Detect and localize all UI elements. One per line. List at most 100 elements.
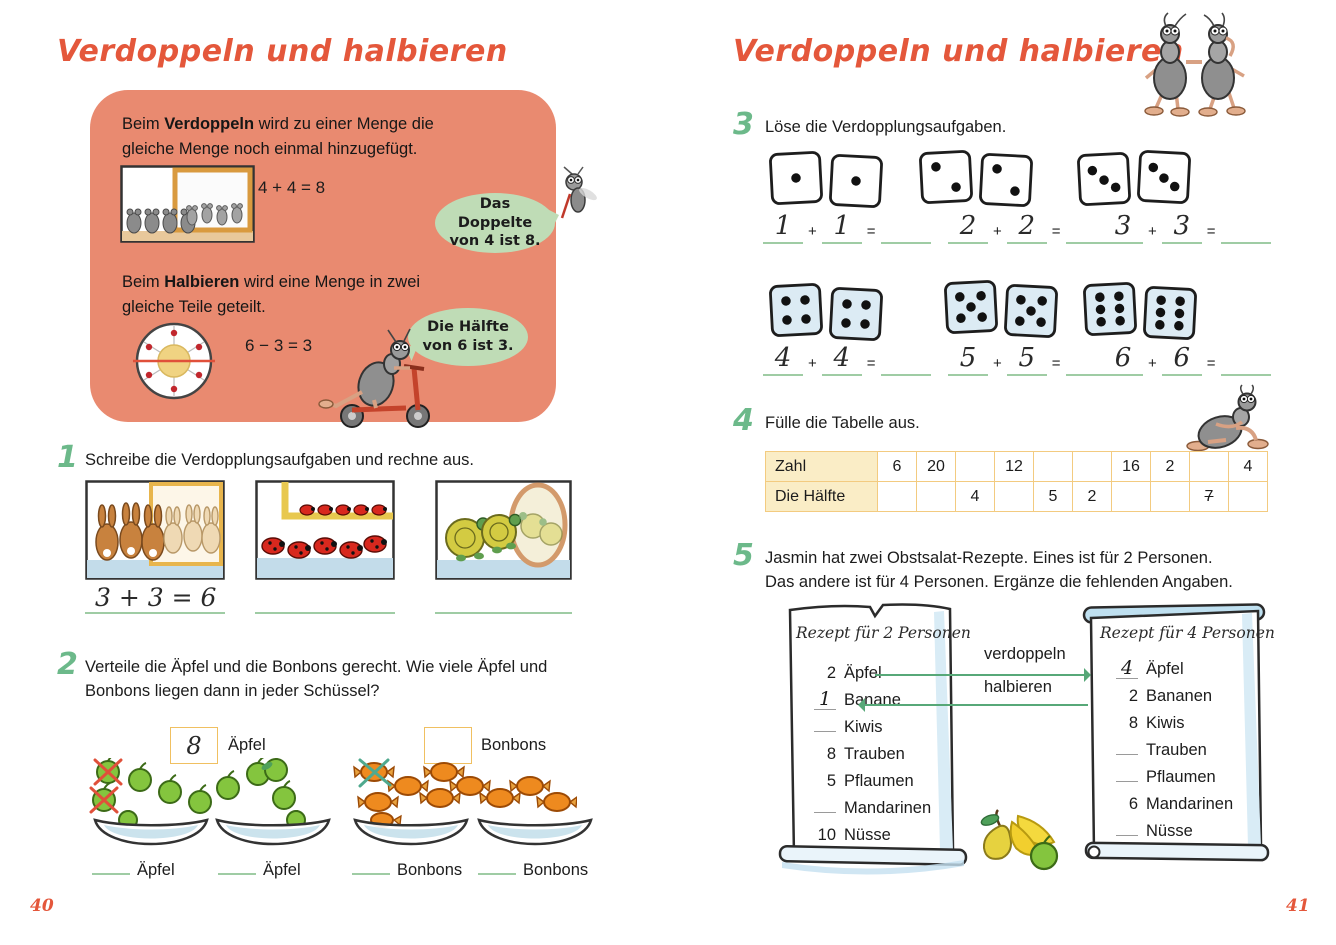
- para2-post: wird eine Menge in zwei gleiche Teile ge…: [122, 273, 421, 316]
- quantity-blank: [806, 799, 836, 818]
- exercise2-number: 2: [57, 647, 78, 682]
- table-cell: 2: [1150, 451, 1190, 482]
- table-cell: [1033, 451, 1073, 482]
- doubling-equation: 5+5=: [948, 344, 1116, 376]
- table-cell: [1150, 481, 1190, 512]
- halving-arrow: [858, 696, 1088, 714]
- exercise5-prompt-line1: Jasmin hat zwei Obstsalat-Rezepte. Eines…: [765, 549, 1213, 567]
- table-cell: 2: [1072, 481, 1112, 512]
- rabbits-mirror-illustration: [85, 480, 225, 580]
- plus-sign: +: [1148, 355, 1157, 372]
- ingredient-name: Trauben: [1146, 741, 1207, 759]
- para1-bold: Verdoppeln: [164, 115, 255, 133]
- ingredient-name: Kiwis: [1146, 714, 1185, 732]
- equation-addend: 6: [1161, 345, 1202, 376]
- plus-sign: +: [993, 223, 1002, 240]
- recipe-item: Pflaumen: [1108, 760, 1233, 787]
- quantity: 6: [1128, 795, 1138, 813]
- quantity-blank: [1108, 741, 1138, 760]
- doubling-equation: 2+2=: [948, 212, 1116, 244]
- ingredient-name: Pflaumen: [844, 772, 914, 790]
- bonbons-box-label: Bonbons: [481, 736, 547, 754]
- equation-answer-blank: [1220, 344, 1271, 376]
- ingredient-name: Äpfel: [844, 664, 882, 682]
- answer-line: [435, 590, 572, 614]
- recipe-scroll-illustration: [1082, 603, 1270, 862]
- exercise3-prompt: Löse die Verdopplungsaufgaben.: [765, 118, 1007, 136]
- ingredient-name: Kiwis: [844, 718, 883, 736]
- quantity-handwritten: 1: [806, 688, 836, 710]
- die-1: [767, 149, 826, 208]
- exercise1-number: 1: [57, 440, 78, 475]
- speech-bubble-doubling: Das Doppelte von 4 ist 8.: [435, 193, 572, 253]
- recipe-item: 2 Äpfel: [806, 656, 931, 683]
- plus-sign: +: [808, 223, 817, 240]
- bowl-illustration: [353, 812, 469, 846]
- exercise2-prompt-line2: Bonbons liegen dann in jeder Schüssel?: [85, 682, 380, 700]
- equation-addend: 4: [763, 345, 803, 376]
- recipe-scroll-illustration: [778, 603, 968, 875]
- quantity: 8: [826, 745, 836, 763]
- quantity: 2: [826, 664, 836, 682]
- table-row-header: Zahl: [765, 451, 878, 482]
- doubling-equation: 3+3=: [1103, 212, 1271, 244]
- ingredient-name: Äpfel: [1146, 660, 1184, 678]
- answer-blank: [352, 860, 390, 875]
- exercise5-prompt-line2: Das andere ist für 4 Personen. Ergänze d…: [765, 573, 1233, 591]
- mosquito-illustration: [560, 166, 597, 219]
- speech-bubble-doubling-text: Das Doppelte von 4 ist 8.: [449, 195, 541, 250]
- die-1: [827, 152, 886, 211]
- recipe-item: Kiwis: [806, 710, 931, 737]
- cake-halved-illustration: [133, 322, 215, 400]
- exercise1-answer: 3 + 3 = 6: [95, 583, 217, 612]
- bonbons-illustration: [353, 758, 577, 812]
- plus-sign: +: [1148, 223, 1157, 240]
- equals-sign: =: [1051, 223, 1061, 240]
- ingredient-name: Bananen: [1146, 687, 1213, 705]
- die-6: [1141, 284, 1200, 343]
- table-row-header: Die Hälfte: [765, 481, 878, 512]
- turtles-mirror-illustration: [435, 480, 572, 580]
- table-cell: [1228, 481, 1268, 512]
- table-cell: [1111, 481, 1151, 512]
- apples-count-box: 8: [170, 727, 218, 764]
- equation-addend: 1: [763, 213, 803, 244]
- quantity-blank: [806, 718, 836, 737]
- equation-addend: 6: [1103, 345, 1143, 376]
- arrow-label-double: verdoppeln: [984, 645, 1066, 663]
- table-cell: 20: [916, 451, 956, 482]
- bowl-answer: Äpfel: [218, 860, 301, 880]
- die-6: [1081, 280, 1140, 339]
- quantity-blank: [1108, 768, 1138, 787]
- table-cell: 4: [1228, 451, 1268, 482]
- info-equation-doubling: 4 + 4 = 8: [258, 178, 326, 197]
- equation-addend: 2: [1006, 213, 1047, 244]
- table-cell: [994, 481, 1034, 512]
- doubling-arrow: [875, 666, 1091, 684]
- answer-blank: [218, 860, 256, 875]
- doubling-equation: 1+1=: [763, 212, 931, 244]
- recipe-item: Trauben: [1108, 733, 1233, 760]
- die-4: [827, 285, 886, 344]
- exercise4-prompt: Fülle die Tabelle aus.: [765, 414, 920, 432]
- ingredient-name: Mandarinen: [1146, 795, 1234, 813]
- para1-post: wird zu einer Menge die gleiche Menge no…: [122, 115, 434, 158]
- bowl-illustration: [215, 810, 331, 846]
- bowl-illustration: [477, 818, 593, 846]
- table-cell: 16: [1111, 451, 1151, 482]
- info-paragraph-halving: Beim Halbieren wird eine Menge in zwei g…: [122, 270, 452, 320]
- table-cell: 6: [877, 451, 917, 482]
- plus-sign: +: [808, 355, 817, 372]
- equation-answer-blank: [880, 344, 931, 376]
- recipe-item: Mandarinen: [806, 791, 931, 818]
- bowl-answer-label: Bonbons: [523, 861, 589, 879]
- equals-sign: =: [866, 223, 876, 240]
- ants-pair-illustration: [1144, 12, 1246, 117]
- exercise2-prompt-line1: Verteile die Äpfel und die Bonbons gerec…: [85, 658, 548, 676]
- bowl-answer: Bonbons: [478, 860, 588, 880]
